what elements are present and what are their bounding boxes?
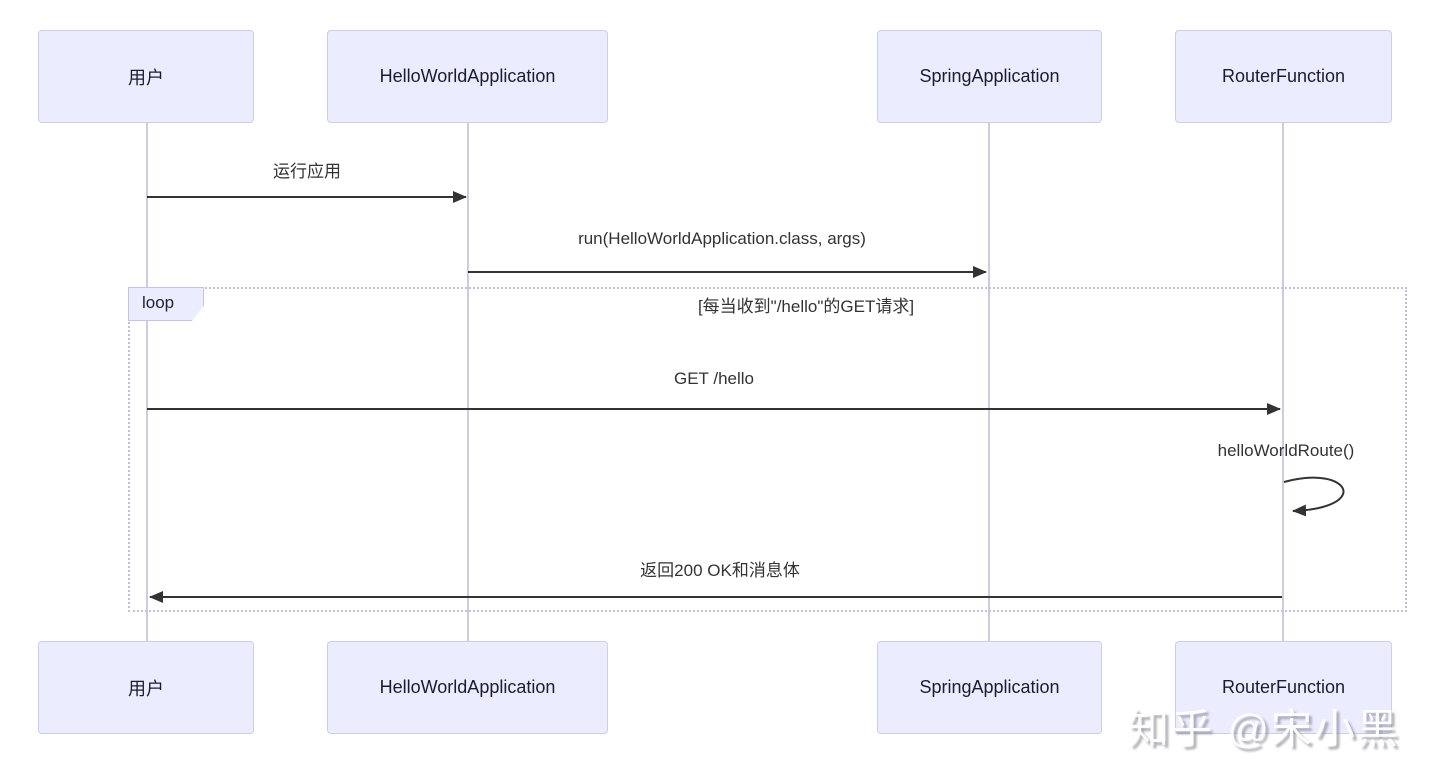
loop-condition-text: [每当收到"/hello"的GET请求] xyxy=(697,297,915,316)
participant-router-function-label: RouterFunction xyxy=(1221,677,1346,697)
participant-user-label: 用户 xyxy=(128,678,164,699)
participant-user-top: 用户 xyxy=(38,30,254,123)
participant-spring-application-label: SpringApplication xyxy=(919,66,1060,86)
loop-fragment-frame xyxy=(128,287,1407,612)
message-label-hello-world-route: helloWorldRoute() xyxy=(1217,441,1355,460)
zhihu-watermark: 知乎 @宋小黑 xyxy=(1128,706,1401,752)
participant-hello-world-application-label: HelloWorldApplication xyxy=(379,66,556,86)
message-label-run-app: 运行应用 xyxy=(273,162,341,181)
lifeline-spring-application xyxy=(988,123,990,641)
lifeline-router-function xyxy=(1282,123,1284,641)
message-label-run-method: run(HelloWorldApplication.class, args) xyxy=(578,229,866,248)
participant-router-function-label: RouterFunction xyxy=(1221,66,1346,86)
loop-fragment-label: loop xyxy=(128,287,204,321)
participant-hello-world-application-top: HelloWorldApplication xyxy=(327,30,608,123)
lifeline-user xyxy=(146,123,148,641)
participant-hello-world-application-label: HelloWorldApplication xyxy=(379,677,556,697)
participant-router-function-bottom: RouterFunction xyxy=(1175,641,1392,734)
message-label-return-200: 返回200 OK和消息体 xyxy=(640,561,800,580)
loop-label-text: loop xyxy=(142,292,175,312)
participant-user-label: 用户 xyxy=(128,67,164,88)
participant-spring-application-label: SpringApplication xyxy=(919,677,1060,697)
participant-spring-application-top: SpringApplication xyxy=(877,30,1102,123)
participant-user-bottom: 用户 xyxy=(38,641,254,734)
participant-spring-application-bottom: SpringApplication xyxy=(877,641,1102,734)
message-label-get-hello: GET /hello xyxy=(673,369,755,388)
lifeline-hello-world-application xyxy=(467,123,469,641)
participant-hello-world-application-bottom: HelloWorldApplication xyxy=(327,641,608,734)
participant-router-function-top: RouterFunction xyxy=(1175,30,1392,123)
